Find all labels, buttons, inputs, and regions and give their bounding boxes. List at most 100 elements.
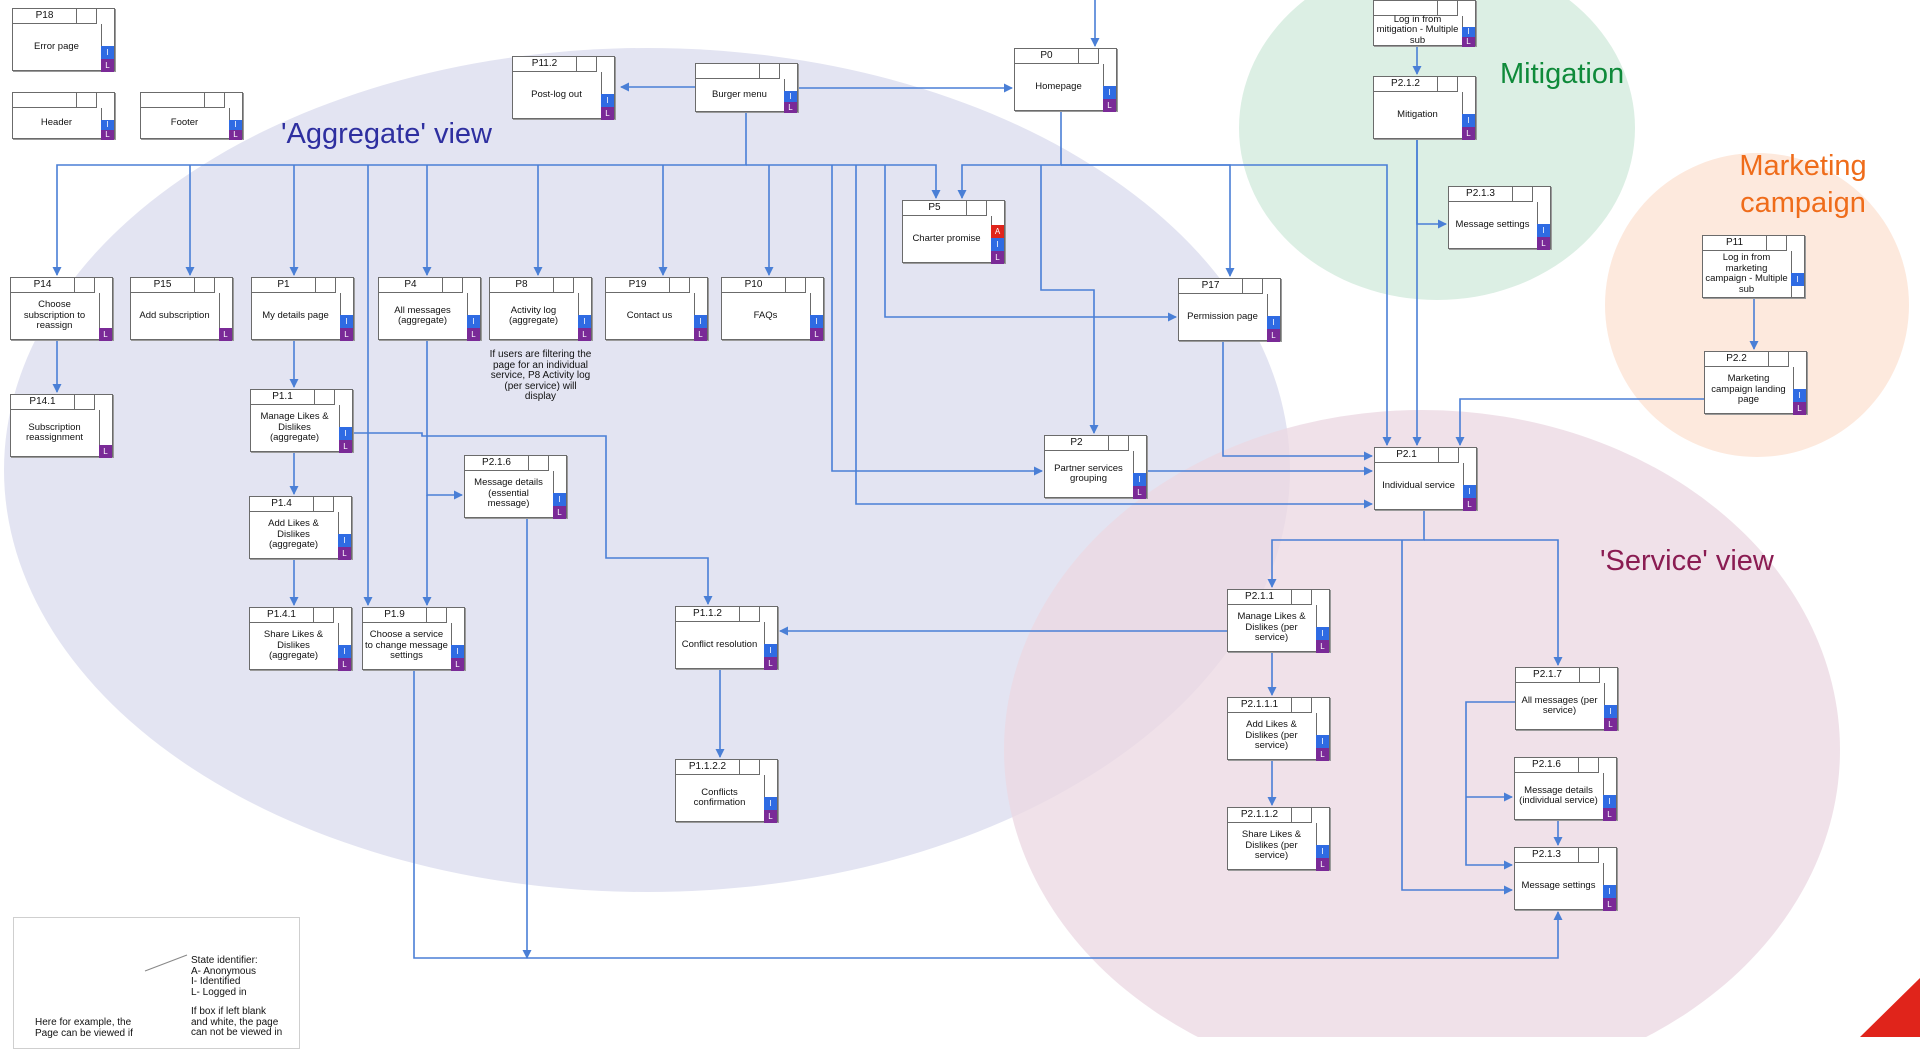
connector	[1061, 164, 1235, 277]
state-l-marker: L	[338, 658, 351, 671]
header-tab	[1767, 236, 1787, 251]
connector	[1061, 164, 1392, 446]
page-name-label: Error page	[34, 40, 79, 52]
marketing-region	[1605, 153, 1909, 457]
state-i-marker: I	[553, 493, 566, 506]
page-id-label: P1.4.1	[250, 608, 314, 623]
state-l-marker: L	[553, 506, 566, 519]
state-l-marker: L	[338, 547, 351, 560]
state-l-marker: L	[764, 657, 777, 670]
state-a-marker: A	[991, 225, 1004, 238]
state-i-marker: I	[991, 238, 1004, 251]
state-i-marker: I	[1537, 224, 1550, 237]
header-tab	[1580, 668, 1600, 683]
header-tab	[77, 93, 97, 108]
state-i-marker: I	[1463, 485, 1476, 498]
connector	[831, 165, 1043, 476]
page-id-label: P1.4	[250, 497, 314, 512]
header-tab	[1579, 848, 1599, 863]
page-id-label: P2	[1045, 436, 1109, 451]
state-i-marker: I	[578, 315, 591, 328]
page-id-label: P1.1.2.2	[676, 760, 740, 775]
page-name-label: Add Likes & Dislikes (aggregate)	[268, 518, 319, 551]
state-l-marker: L	[467, 328, 480, 341]
header-tab	[529, 456, 549, 471]
connector	[957, 112, 1062, 199]
connector	[1040, 165, 1099, 434]
page-name-label: Charter promise	[912, 232, 981, 244]
connector	[426, 340, 463, 500]
page-id-label: P2.1.6	[465, 456, 529, 471]
page-id-label: P2.1	[1375, 448, 1439, 463]
state-l-marker: L	[1604, 718, 1617, 731]
state-i-marker: I	[784, 91, 797, 102]
page-id-label: P2.1.6	[1515, 758, 1579, 773]
state-l-marker: L	[1133, 486, 1146, 499]
header-tab	[1769, 352, 1789, 367]
header-tab	[1243, 279, 1263, 294]
state-i-marker: I	[694, 315, 707, 328]
header-tab	[75, 278, 95, 293]
header-tab	[1513, 187, 1533, 202]
page-id-label: P2.1.3	[1449, 187, 1513, 202]
state-l-marker: L	[784, 102, 797, 113]
header-tab	[760, 64, 780, 79]
page-id-label: P15	[131, 278, 195, 293]
page-name-label: My details page	[262, 309, 329, 321]
state-i-marker: I	[1793, 389, 1806, 402]
state-l-marker: L	[991, 251, 1004, 264]
page-name-label: Permission page	[1187, 310, 1258, 322]
state-i-marker: I	[764, 797, 777, 810]
service-view-label: 'Service' view	[1600, 545, 1774, 577]
header-tab	[740, 607, 760, 622]
state-i-marker: I	[1462, 27, 1475, 37]
header-tab	[1079, 49, 1099, 64]
connector	[855, 165, 1373, 509]
state-i-marker: I	[1316, 735, 1329, 748]
page-name-label: Choose subscription to reassign	[23, 299, 86, 332]
header-tab	[1438, 1, 1458, 16]
state-l-marker: L	[1537, 237, 1550, 250]
page-name-label: Conflicts confirmation	[693, 786, 746, 808]
state-l-marker: L	[99, 445, 112, 458]
page-id-label: P1.1.2	[676, 607, 740, 622]
header-tab	[1292, 590, 1312, 605]
header-tab	[77, 9, 97, 24]
state-i-marker: I	[338, 645, 351, 658]
page-name-label: Post-log out	[531, 88, 582, 100]
page-name-label: Log in from marketing campaign - Multipl…	[1705, 252, 1788, 295]
mitigation-label: Mitigation	[1500, 58, 1625, 90]
page-id-label: P14	[11, 278, 75, 293]
state-i-marker: I	[1603, 795, 1616, 808]
page-name-label: Header	[40, 116, 73, 128]
page-name-label: Activity log (aggregate)	[508, 304, 559, 326]
connector	[1424, 539, 1563, 666]
state-i-marker: I	[1791, 273, 1804, 286]
page-name-label: Choose a service to change message setti…	[365, 629, 448, 662]
state-i-marker: I	[467, 315, 480, 328]
aggregate-view-label: 'Aggregate' view	[281, 118, 492, 150]
state-i-marker: I	[451, 645, 464, 658]
state-l-marker: L	[1603, 808, 1616, 821]
header-tab	[205, 93, 225, 108]
state-i-marker: I	[101, 46, 114, 59]
state-i-marker: I	[1604, 705, 1617, 718]
